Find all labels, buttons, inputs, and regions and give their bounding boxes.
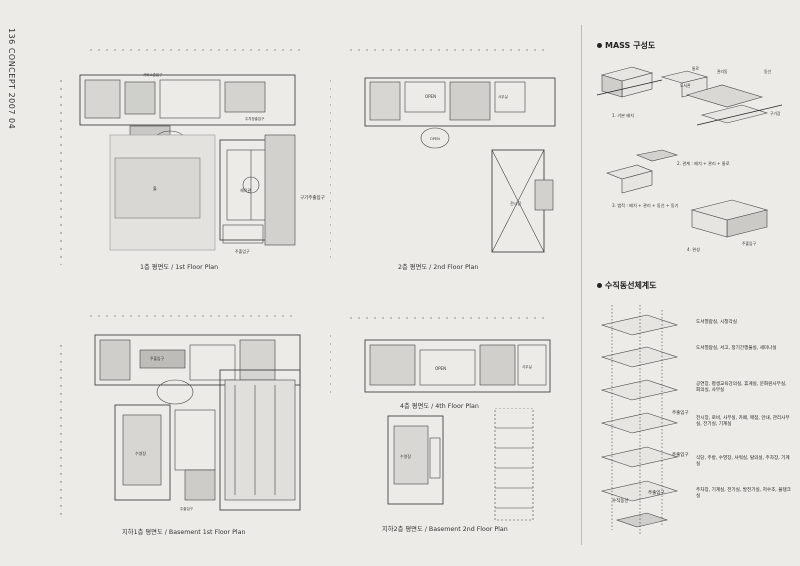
- vertical-entrance-label-4: 수직동선: [612, 499, 629, 504]
- mass-step-2-caption: 2. 관계 : 배치 + 관리 + 통로: [677, 160, 730, 167]
- plan-b1-drawing: 수영장 주출입구 주출입구: [60, 315, 301, 520]
- plan-b2-caption: 지하2층 평면도 / Basement 2nd Floor Plan: [382, 526, 508, 533]
- plan-b2-drawing: 수영장: [387, 408, 534, 521]
- bullet-icon: [597, 283, 602, 288]
- svg-text:홀: 홀: [153, 185, 157, 191]
- vertical-entrance-label-2: 주출입구: [672, 453, 689, 458]
- vertical-entrance-label-1: 주출입구: [672, 411, 689, 416]
- mass-label-b: 관리동: [717, 69, 728, 74]
- svg-text:OPEN: OPEN: [435, 366, 446, 371]
- vertical-note-3: 공연장, 평생교육강의실, 휴게실, 문화원사무실, 회의실, 사무실: [696, 382, 787, 393]
- mass-label-c: 동선: [764, 69, 771, 74]
- spine-text: 136 CONCEPT 2007 04: [7, 28, 16, 130]
- plan-4f-caption: 4층 평면도 / 4th Floor Plan: [400, 403, 479, 410]
- vertical-note-5: 식당, 주방, 수영장, 샤워실, 탈의실, 주차장, 기계실: [696, 456, 790, 467]
- vertical-diagram: [600, 305, 679, 535]
- svg-text:사무실: 사무실: [498, 94, 508, 99]
- svg-text:서비스출입구: 서비스출입구: [143, 72, 163, 77]
- vertical-note-2: 도서열람실, 서고, 정기간행물실, 세미나실: [696, 346, 777, 351]
- mass-label-e: 구기장: [770, 111, 781, 116]
- svg-text:수영장: 수영장: [400, 453, 411, 459]
- vertical-note-4: 전시장, 로비, 사무실, 카페, 매점, 안내, 관리사무실, 전기실, 기계…: [696, 416, 790, 427]
- svg-text:OPEN: OPEN: [425, 94, 436, 99]
- svg-text:체육관: 체육관: [240, 187, 251, 193]
- plan-2f-drawing: OPEN OPEN 전시장 사무실: [330, 49, 556, 260]
- mass-step-4-caption: 4. 완성: [687, 246, 700, 252]
- page-spine: 136 CONCEPT 2007 04: [6, 28, 18, 129]
- plan-4f-drawing: OPEN 사무실: [330, 317, 551, 395]
- plan-1f-vertical-entrance-label: 구기주출입구: [300, 196, 325, 201]
- mass-title-text: MASS 구성도: [605, 41, 656, 50]
- svg-text:OPEN: OPEN: [430, 137, 440, 141]
- plan-b1-caption: 지하1층 평면도 / Basement 1st Floor Plan: [122, 529, 246, 536]
- plan-1f-drawing: 서비스출입구 주차장출입구 주출입구 체육관 홀: [60, 49, 300, 265]
- svg-text:주출입구: 주출입구: [235, 248, 250, 254]
- plan-1f-caption: 1층 평면도 / 1st Floor Plan: [140, 264, 219, 271]
- mass-label-d: 도서관: [680, 83, 691, 88]
- mass-label-f: 주출입구: [742, 241, 756, 246]
- mass-step-3-caption: 3. 법적 : 배치 + 관리 + 동선 + 동기: [612, 202, 679, 209]
- svg-text:주차장출입구: 주차장출입구: [245, 116, 265, 121]
- svg-text:주출입구: 주출입구: [180, 506, 194, 511]
- svg-text:주출입구: 주출입구: [150, 356, 164, 361]
- svg-text:사무실: 사무실: [522, 364, 532, 369]
- svg-text:전시장: 전시장: [510, 200, 521, 206]
- vertical-entrance-label-3: 주출입구: [648, 491, 665, 496]
- vertical-note-6: 주차장, 기계실, 전기실, 발전기실, 저수조, 물탱크실: [696, 488, 791, 499]
- mass-section-title: MASS 구성도: [597, 40, 655, 51]
- vertical-section-title: 수직동선체계도: [597, 280, 657, 291]
- mass-label-a: 통로: [692, 66, 699, 71]
- column-divider: [581, 25, 582, 545]
- mass-step-1-caption: 1. 기본 배치: [612, 112, 634, 119]
- plan-2f-caption: 2층 평면도 / 2nd Floor Plan: [398, 264, 479, 271]
- vertical-title-text: 수직동선체계도: [605, 281, 657, 290]
- mass-diagrams: 1. 기본 배치 2. 관계 : 배치 + 관리 + 통로 3. 법적 : 배치…: [596, 66, 783, 252]
- svg-text:수영장: 수영장: [135, 450, 146, 456]
- vertical-note-1: 도서열람실, 시청각실: [696, 320, 737, 325]
- bullet-icon: [597, 43, 602, 48]
